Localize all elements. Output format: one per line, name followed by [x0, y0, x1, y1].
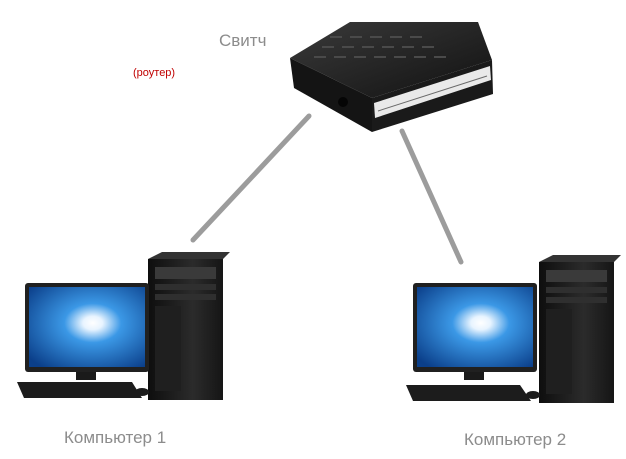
computer-1-icon — [17, 252, 230, 400]
switch-device-icon — [290, 22, 493, 132]
router-sublabel: (роутер) — [133, 67, 176, 79]
computer-2-icon — [406, 255, 621, 403]
computer-2-label: Компьютер 2 — [464, 430, 567, 449]
computer-1-label: Компьютер 1 — [64, 428, 167, 447]
cable-to-computer-1 — [190, 113, 312, 243]
switch-label: Свитч — [219, 31, 267, 50]
cable-to-computer-2 — [399, 128, 464, 265]
